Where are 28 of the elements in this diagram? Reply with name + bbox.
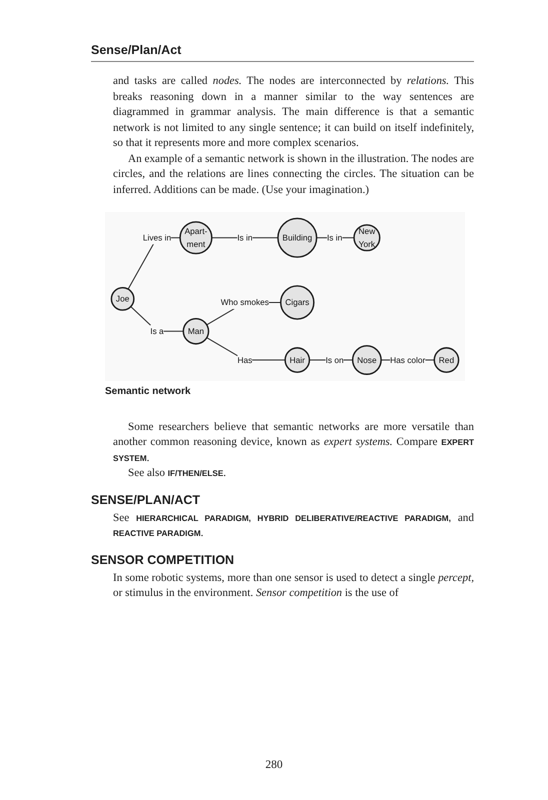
- concept-circle: Building: [277, 218, 318, 258]
- entry-heading: SENSE/PLAN/ACT: [91, 492, 200, 508]
- relation-label: Is a: [150, 325, 164, 338]
- relation-line: [130, 306, 184, 332]
- relation-label: Is in: [326, 232, 342, 244]
- entry-heading: SENSOR COMPETITION: [91, 552, 234, 568]
- body-paragraph: See also IF/THEN/ELSE.: [127, 466, 228, 482]
- body-paragraph: See HIERARCHICAL PARADIGM, HYBRID DELIBERATIVE/REACTIVE PARADIGM, and REACTIVE PARADIGM.: [113, 510, 474, 542]
- concept-circle: Nose: [352, 345, 382, 375]
- concept-circle: Red: [434, 347, 460, 373]
- relation-label: Lives in: [142, 232, 172, 244]
- running-header: Sense/Plan/Act: [91, 43, 182, 58]
- concept-circle: Cigars: [280, 285, 315, 320]
- relation-label: Is in: [237, 232, 252, 244]
- concept-circle: Man: [182, 318, 210, 345]
- relation-line: [206, 337, 286, 361]
- relation-label: Who smokes: [220, 296, 269, 309]
- relation-label: Has: [237, 354, 252, 366]
- body-paragraph: and tasks are called nodes. The nodes are interconnected by relations. This breaks reasoning down in a manner similar to the way sentences are diagrammed in grammar analysis. The main difference is that a semantic network is not limited to any single sentence; it can build on itself indefinitely, so that it represents more and more complex scenarios.: [113, 74, 474, 151]
- body-paragraph: Some researchers believe that semantic networks are more versatile than another common reasoning device, known as expert systems. Compare EXPERT SYSTEM.: [113, 420, 474, 466]
- concept-circle: New York: [353, 224, 380, 252]
- page-number: 280: [265, 758, 283, 772]
- concept-circle: Apart- ment: [179, 221, 212, 254]
- body-paragraph: An example of a semantic network is shown in the illustration. The nodes are circles, and the relations are lines connecting the circles. The situation can be inferred. Additions can be made. (Use your imagination.): [113, 152, 474, 198]
- concept-circle: Joe: [110, 286, 135, 311]
- body-paragraph: In some robotic systems, more than one sensor is used to detect a single percept, or stimulus in the environment. Sensor competition is the use of: [113, 570, 474, 602]
- figure-caption: Semantic network: [105, 386, 191, 398]
- concept-circle: Hair: [284, 347, 310, 373]
